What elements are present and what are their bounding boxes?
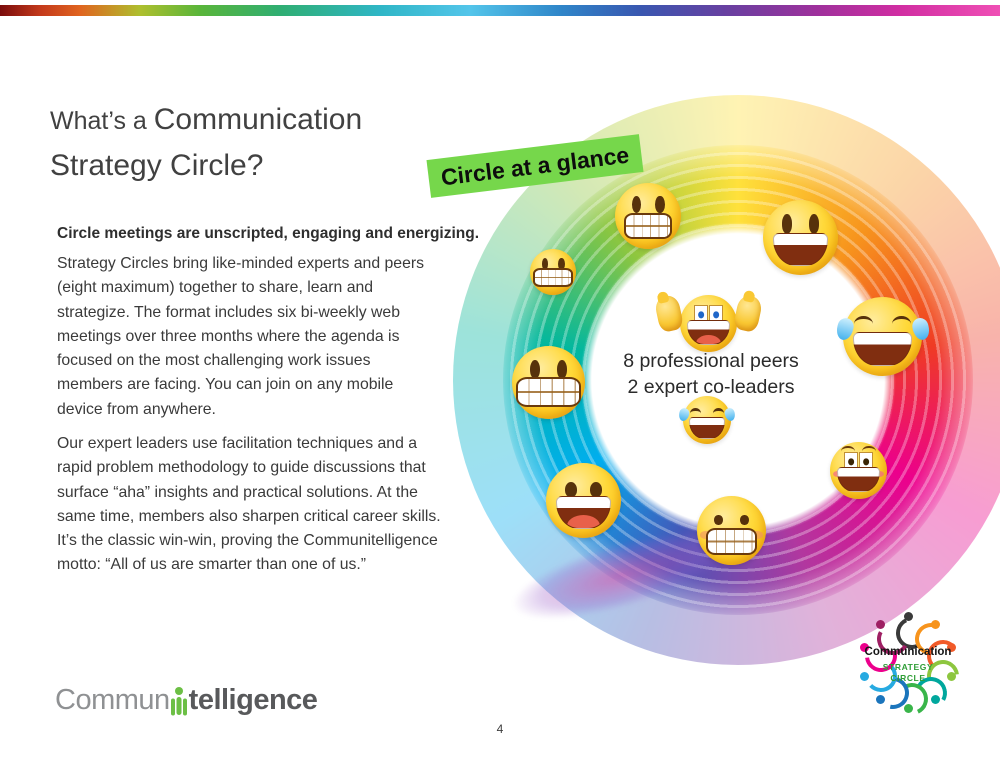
badge-person-icon [859,643,869,653]
badge-person-icon [930,620,940,630]
paragraph-2: Our expert leaders use facilitation tech… [57,435,441,574]
rainbow-top-bar [0,5,1000,16]
badge-person-icon [903,703,913,713]
page-title: What’s a Communication Strategy Circle? [50,99,362,186]
thumbs-up-emoji [653,294,764,352]
title-prefix: What’s a [50,107,154,135]
badge-communication-text: Communication [864,646,952,658]
rainbow-swirl-graphic [453,95,1000,665]
badge-person-icon [930,694,940,704]
badge-strategy-text: STRATEGY [882,662,934,672]
badge-person-icon [947,671,957,681]
small-tears-of-joy-emoji [677,396,737,444]
badge-person-icon [947,643,957,653]
title-emphasis: Communication [153,103,363,136]
strategy-circle-badge: Communication STRATEGY CIRCLE [848,604,968,724]
excited-blush-emoji [830,442,887,499]
badge-person-icon [876,694,886,704]
big-smile-emoji [763,200,838,275]
communitelligence-logo: Commun telligence [55,684,318,717]
badge-circle-text: CIRCLE [890,673,926,683]
logo-text-telligence: telligence [188,684,318,716]
page-number: 4 [496,722,504,736]
logo-text-commun: Commun [55,684,170,716]
green-person-icon [171,687,188,715]
grinning-teeth-emoji [615,183,681,249]
paragraph-1: Strategy Circles bring like-minded exper… [57,255,425,418]
small-grimace-emoji [530,249,576,295]
swirl-center-caption: 8 professional peers 2 expert co-leaders [623,350,799,398]
tears-of-joy-emoji [834,297,931,376]
page-title-line1: What’s a Communication [50,99,362,145]
open-laugh-emoji [546,463,621,538]
badge-person-icon [859,671,869,681]
page-title-line2: Strategy Circle? [50,149,264,182]
grimace-grin-emoji [512,346,585,419]
badge-person-icon [876,620,886,630]
badge-person-icon [903,611,913,621]
lead-sentence: Circle meetings are unscripted, engaging… [57,225,480,242]
grin-dot-eyes-emoji [697,496,766,565]
